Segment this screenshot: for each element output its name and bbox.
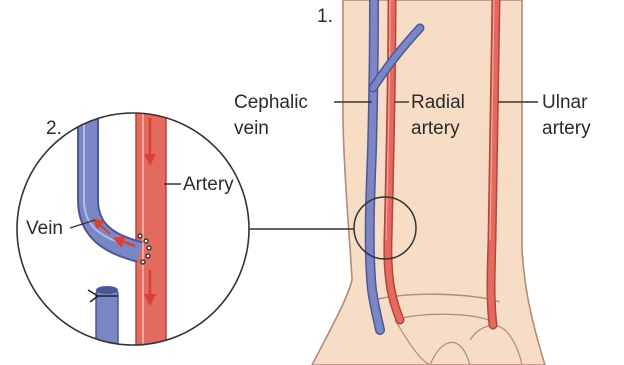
radial-artery-label-line1: Radial xyxy=(411,92,465,113)
cephalic-vein-label-line2: vein xyxy=(234,118,269,139)
step-1-label: 1. xyxy=(317,6,333,27)
ulnar-artery-label-line1: Ulnar xyxy=(542,92,588,113)
inset-vein-label: Vein xyxy=(26,218,63,239)
cephalic-vein-label-line1: Cephalic xyxy=(234,92,308,113)
ligated-vein-stump xyxy=(96,290,118,360)
forearm-skin xyxy=(312,0,545,365)
forearm-illustration xyxy=(312,0,545,365)
inset-artery-label: Artery xyxy=(183,174,234,195)
ulnar-artery-label-line2: artery xyxy=(542,118,591,139)
step-2-label: 2. xyxy=(46,118,62,139)
stump-top xyxy=(96,286,118,294)
radial-artery-label-line2: artery xyxy=(411,118,460,139)
